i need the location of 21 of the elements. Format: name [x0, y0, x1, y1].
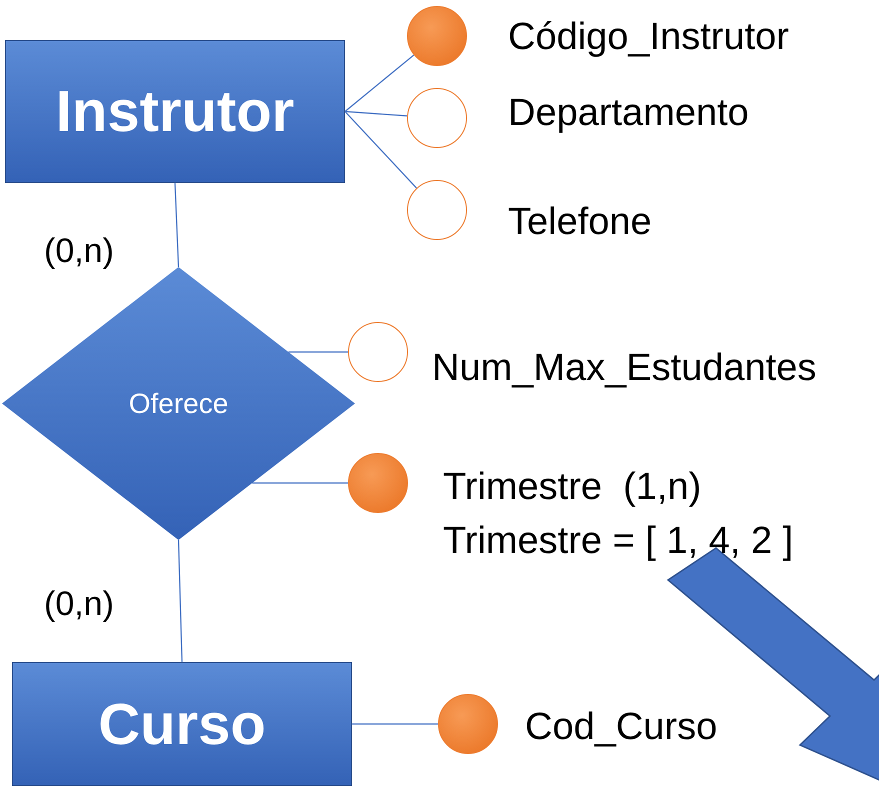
attribute-name: Departamento: [508, 91, 749, 136]
attribute-name: Cod_Curso: [525, 705, 718, 750]
attribute-name: Código_Instrutor: [508, 15, 789, 60]
connector-line: [344, 110, 408, 116]
entity-box: [5, 40, 345, 183]
relationship-name: Oferece: [128, 388, 228, 420]
attribute-name: Trimestre = [ 1, 4, 2 ]: [443, 519, 794, 564]
relationship-diamond: [2, 267, 355, 540]
connector-line: [344, 54, 414, 112]
entity-name: Curso: [98, 690, 266, 758]
connector-line: [352, 723, 438, 725]
connector-line: [252, 482, 348, 484]
entity-name: Instrutor: [56, 78, 294, 145]
connector-line: [344, 111, 417, 188]
connector-line: [288, 351, 348, 353]
attribute-name: Telefone: [508, 200, 652, 245]
attribute-name: Num_Max_Estudantes: [432, 346, 816, 391]
entity-box: [12, 662, 352, 786]
attribute-name: Trimestre (1,n): [443, 465, 702, 510]
connector-line: [174, 182, 180, 268]
connector-line: [178, 540, 183, 662]
